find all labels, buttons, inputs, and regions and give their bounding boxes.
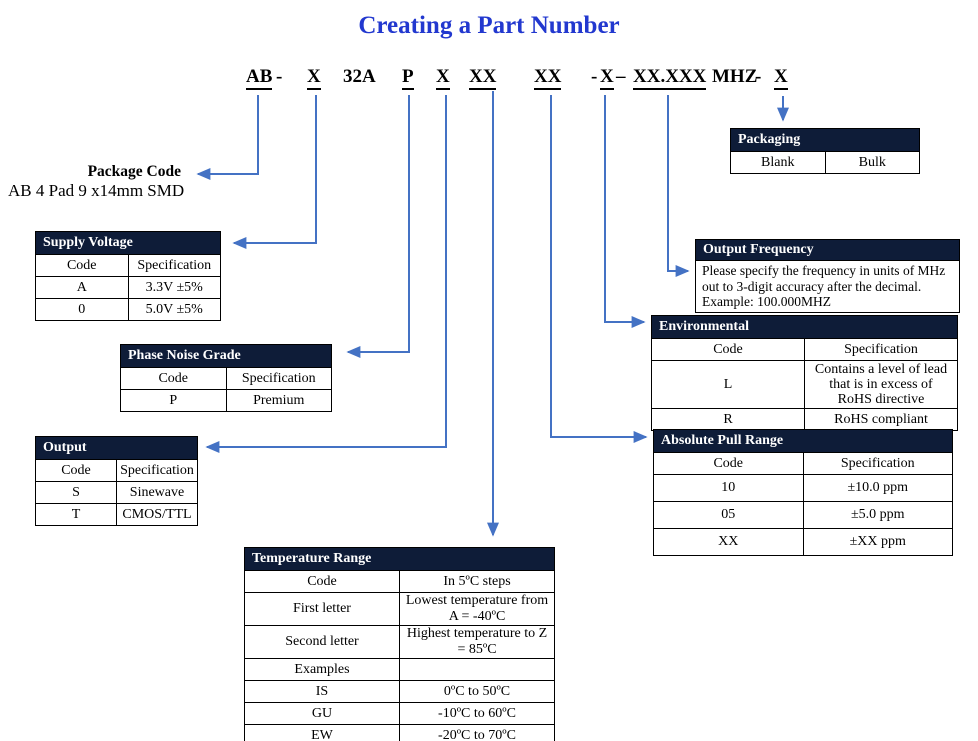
column-header: Code xyxy=(653,452,804,475)
table-cell: Contains a level of lead that is in exce… xyxy=(804,360,958,409)
part-number-separator: – xyxy=(616,66,626,87)
part-number-segment: X xyxy=(436,66,450,90)
table-cell: -20ºC to 70ºC xyxy=(399,724,555,741)
table-cell: R xyxy=(651,408,805,431)
table-cell: S xyxy=(35,481,117,504)
table-cell: Blank xyxy=(730,151,826,174)
column-header: Code xyxy=(120,367,227,390)
table-title: Output xyxy=(35,436,198,460)
output-frequency-box: Output Frequency Please specify the freq… xyxy=(695,239,960,313)
table-cell: Code xyxy=(244,570,400,593)
table-cell: EW xyxy=(244,724,400,741)
absolute-pull-range-table: Absolute Pull Range Code Specification 1… xyxy=(653,429,953,556)
table-cell: 0 xyxy=(35,298,129,321)
table-cell: RoHS compliant xyxy=(804,408,958,431)
table-title: Temperature Range xyxy=(244,547,555,571)
text-line: Example: 100.000MHZ xyxy=(702,294,831,309)
part-number-segment: X xyxy=(600,66,614,90)
table-cell: GU xyxy=(244,702,400,725)
table-cell: 5.0V ±5% xyxy=(127,298,221,321)
table-cell: 05 xyxy=(653,501,804,529)
table-cell: Lowest temperature from A = -40ºC xyxy=(399,592,555,626)
table-cell: ±XX ppm xyxy=(802,528,953,556)
table-cell: Examples xyxy=(244,658,400,681)
table-cell: T xyxy=(35,503,117,526)
table-cell: 0ºC to 50ºC xyxy=(399,680,555,703)
column-header: Specification xyxy=(116,459,198,482)
table-title: Environmental xyxy=(651,315,958,339)
table-cell: Bulk xyxy=(824,151,920,174)
arrow-to-package-code xyxy=(196,95,259,180)
column-header: Code xyxy=(35,254,129,277)
part-number-separator: - xyxy=(591,66,598,87)
table-title: Packaging xyxy=(730,128,920,152)
table-cell: Second letter xyxy=(244,625,400,659)
text-line: out to 3-digit accuracy after the decima… xyxy=(702,278,922,294)
table-cell: ±5.0 ppm xyxy=(802,501,953,529)
column-header: Specification xyxy=(225,367,332,390)
table-cell: In 5ºC steps xyxy=(399,570,555,593)
arrow-to-output-frequency xyxy=(667,95,690,277)
column-header: Code xyxy=(651,338,805,361)
supply-voltage-table: Supply Voltage Code Specification A 3.3V… xyxy=(35,231,221,321)
arrow-to-supply-voltage xyxy=(232,95,317,249)
table-cell: 3.3V ±5% xyxy=(127,276,221,299)
table-title: Phase Noise Grade xyxy=(120,344,332,368)
table-cell: A xyxy=(35,276,129,299)
table-cell: Highest temperature to Z = 85ºC xyxy=(399,625,555,659)
table-cell: IS xyxy=(244,680,400,703)
part-number-separator: - xyxy=(276,66,283,87)
table-title: Output Frequency xyxy=(696,240,959,261)
output-table: Output Code Specification S Sinewave T C… xyxy=(35,436,198,526)
part-number-segment: MHZ xyxy=(712,66,758,87)
temperature-range-table: Temperature Range Code In 5ºC steps Firs… xyxy=(244,547,555,741)
arrow-to-absolute-pull-range xyxy=(550,95,648,443)
table-cell: CMOS/TTL xyxy=(116,503,198,526)
text-line: Please specify the frequency in units of… xyxy=(702,263,946,278)
table-cell xyxy=(399,658,555,681)
table-cell: First letter xyxy=(244,592,400,626)
column-header: Specification xyxy=(127,254,221,277)
table-cell: 10 xyxy=(653,474,804,502)
part-number-segment: X xyxy=(774,66,788,90)
column-header: Code xyxy=(35,459,117,482)
environmental-table: Environmental Code Specification L Conta… xyxy=(651,315,958,431)
phase-noise-grade-table: Phase Noise Grade Code Specification P P… xyxy=(120,344,332,412)
table-cell: P xyxy=(120,389,227,412)
arrow-to-phase-noise-grade xyxy=(346,95,410,358)
part-number-segment: AB xyxy=(246,66,273,90)
column-header: Specification xyxy=(802,452,953,475)
part-number-segment: XX.XXX xyxy=(633,66,707,90)
table-cell: Premium xyxy=(225,389,332,412)
packaging-table: Packaging Blank Bulk xyxy=(730,128,920,174)
part-number-segment: 32A xyxy=(343,66,376,87)
arrow-to-environmental xyxy=(604,95,646,328)
package-code-description: AB 4 Pad 9 x14mm SMD xyxy=(8,181,185,200)
table-title: Supply Voltage xyxy=(35,231,221,255)
page-title: Creating a Part Number xyxy=(358,12,620,39)
part-number-segment: P xyxy=(402,66,414,90)
package-code-label: Package Code xyxy=(87,163,181,180)
part-number-segment: XX xyxy=(469,66,497,90)
output-frequency-text: Please specify the frequency in units of… xyxy=(696,261,959,312)
column-header: Specification xyxy=(804,338,958,361)
table-cell: -10ºC to 60ºC xyxy=(399,702,555,725)
table-title: Absolute Pull Range xyxy=(653,429,953,453)
table-cell: XX xyxy=(653,528,804,556)
part-number-segment: XX xyxy=(534,66,562,90)
part-number-segment: X xyxy=(307,66,321,90)
table-cell: L xyxy=(651,360,805,409)
table-cell: Sinewave xyxy=(116,481,198,504)
table-cell: ±10.0 ppm xyxy=(802,474,953,502)
part-number-separator: - xyxy=(755,66,762,87)
